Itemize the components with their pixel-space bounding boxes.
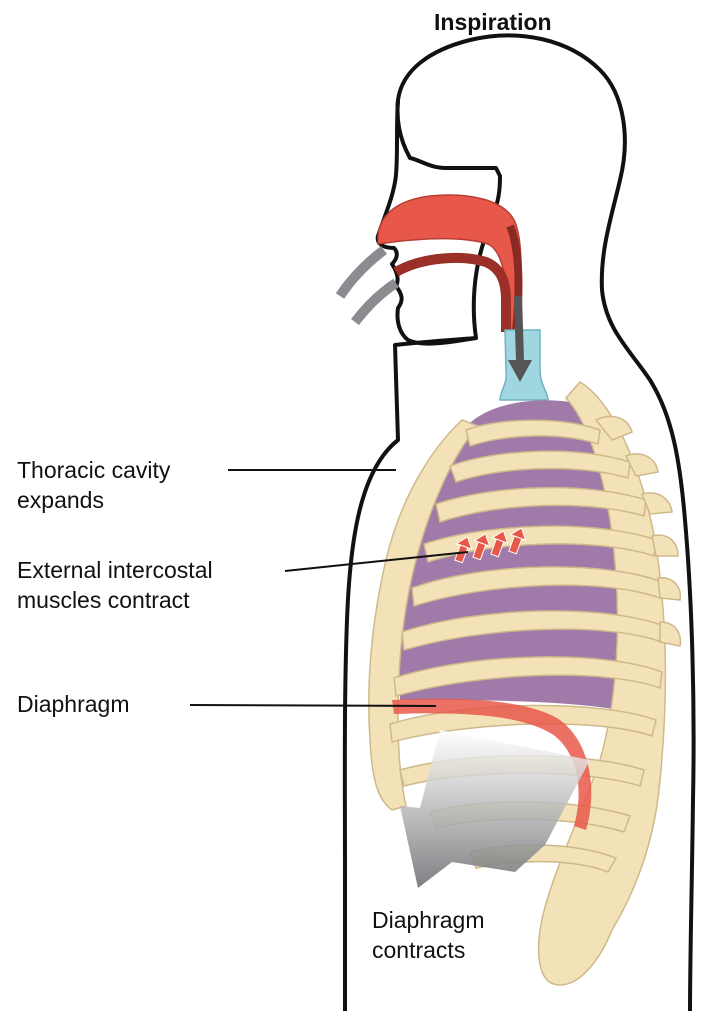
label-diaphragm-contracts-line1: Diaphragm (372, 906, 485, 934)
label-intercostal-line2: muscles contract (17, 586, 190, 614)
air-stream-upper (340, 250, 384, 296)
airflow-arrow (518, 296, 520, 360)
label-diaphragm: Diaphragm (17, 690, 130, 718)
label-intercostal-line1: External intercostal (17, 556, 213, 584)
label-thoracic-line2: expands (17, 486, 104, 514)
label-thoracic-line1: Thoracic cavity (17, 456, 170, 484)
air-stream-lower (355, 283, 396, 322)
leader-diaphragm (190, 705, 436, 706)
diagram-title: Inspiration (434, 8, 552, 36)
oral-airway (396, 258, 506, 332)
label-diaphragm-contracts-line2: contracts (372, 936, 465, 964)
